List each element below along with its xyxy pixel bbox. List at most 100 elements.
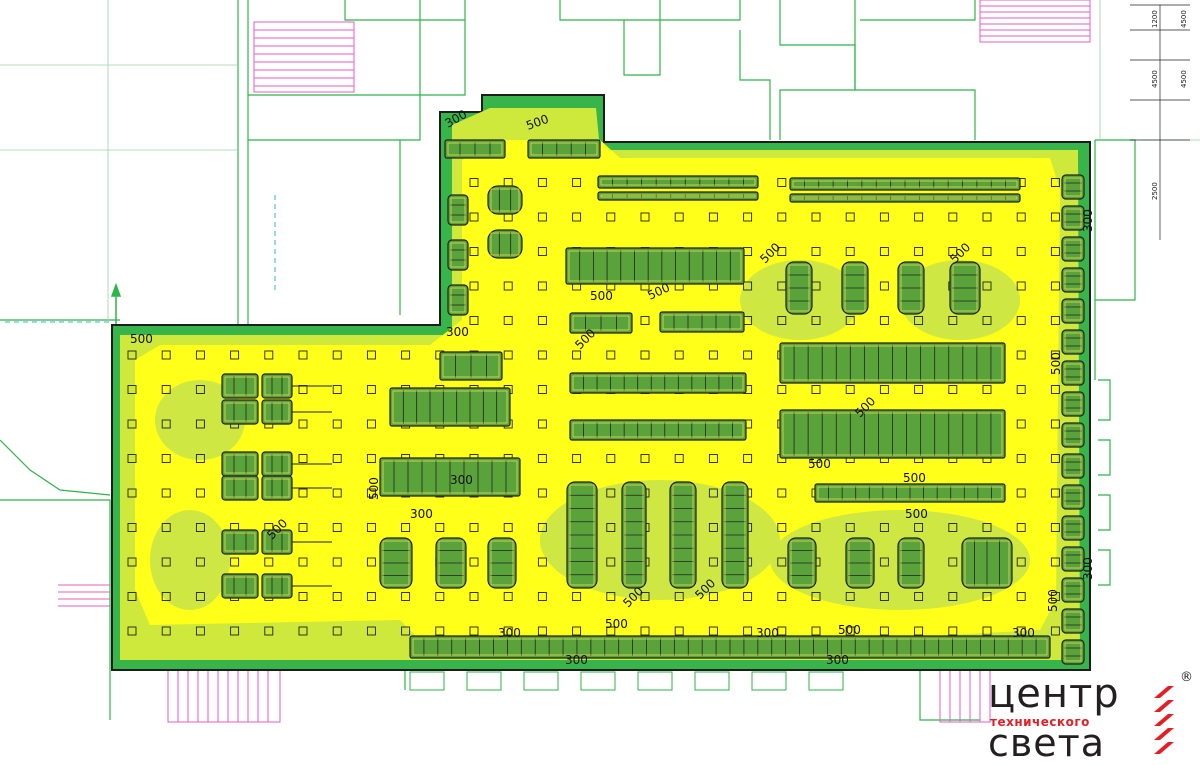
shelving-rack — [1061, 577, 1085, 603]
light-fixture-icon — [845, 247, 855, 256]
dimension-labels: 1200 4500 4500 4500 2500 — [1151, 10, 1188, 200]
rack-inner — [1064, 487, 1082, 507]
shelving-rack — [1061, 298, 1085, 324]
rack-inner — [572, 375, 744, 391]
lux-label: 500 — [808, 457, 831, 471]
light-fixture-icon — [161, 626, 171, 636]
rack-inner — [1064, 363, 1082, 383]
light-fixture-icon — [401, 626, 411, 636]
rack-inner — [724, 484, 746, 586]
light-fixture-icon — [1016, 557, 1026, 567]
light-fixture-icon — [298, 454, 308, 463]
light-fixture-icon — [640, 350, 650, 360]
light-fixture-icon — [708, 350, 718, 360]
column-box — [523, 671, 559, 691]
rack-body — [487, 229, 523, 259]
light-fixture-icon — [948, 523, 958, 532]
light-fixture-icon — [777, 178, 787, 187]
light-fixture-icon — [845, 316, 855, 325]
rack-inner — [447, 142, 503, 156]
light-fixture-icon — [1016, 454, 1026, 463]
light-fixture-icon — [298, 523, 308, 532]
light-fixture-icon — [1016, 592, 1026, 601]
entrance-columns — [409, 671, 844, 691]
shelving-rack — [949, 261, 981, 315]
light-fixture-icon — [1050, 454, 1060, 463]
shelving-rack — [221, 399, 259, 425]
rack-body — [447, 239, 469, 271]
light-fixture-icon — [572, 626, 582, 636]
rack-inner — [1064, 611, 1082, 631]
stairs-top-right — [979, 0, 1091, 43]
column-box — [637, 671, 673, 691]
light-fixture-icon — [366, 350, 376, 360]
rack-inner — [224, 532, 256, 552]
light-fixture-icon — [606, 592, 616, 601]
light-fixture-icon — [1016, 488, 1026, 498]
brand-line-3: света — [988, 721, 1106, 765]
light-fixture-icon — [640, 316, 650, 325]
shelving-rack — [1061, 236, 1085, 262]
rack-body — [1061, 267, 1085, 293]
shelving-rack — [845, 537, 875, 589]
light-fixture-icon — [161, 523, 171, 532]
light-fixture-icon — [606, 488, 616, 498]
rack-body — [221, 373, 259, 399]
rack-inner — [224, 454, 256, 474]
light-fixture-icon — [195, 592, 205, 601]
light-fixture-icon — [537, 178, 547, 187]
shelving-rack — [389, 387, 511, 427]
light-fixture-icon — [366, 523, 376, 532]
light-fixture-icon — [777, 488, 787, 498]
rack-inner — [624, 484, 644, 586]
light-fixture-icon — [948, 385, 958, 394]
shelving-rack — [897, 261, 925, 315]
light-fixture-icon — [879, 316, 889, 325]
light-fixture-icon — [366, 626, 376, 636]
light-fixture-icon — [811, 212, 821, 222]
light-fixture-icon — [537, 350, 547, 360]
light-fixture-icon — [230, 557, 240, 567]
rack-inner — [490, 540, 514, 586]
light-fixture-icon — [879, 385, 889, 394]
rack-inner — [572, 422, 744, 438]
light-fixture-icon — [982, 316, 992, 325]
rack-body — [569, 419, 747, 441]
light-fixture-icon — [743, 592, 753, 601]
shelving-rack — [221, 573, 259, 599]
light-fixture-icon — [298, 419, 308, 429]
shelving-rack — [1061, 515, 1085, 541]
light-fixture-icon — [366, 488, 376, 498]
dimension-label: 4500 — [1180, 10, 1188, 28]
light-fixture-icon — [537, 419, 547, 429]
rack-body — [1061, 608, 1085, 634]
rack-body — [1061, 205, 1085, 231]
rack-inner — [412, 638, 1048, 656]
light-fixture-icon — [845, 592, 855, 601]
light-fixture-icon — [366, 419, 376, 429]
brand-line-2: технического — [990, 715, 1090, 729]
light-fixture-icon — [469, 557, 479, 567]
rack-body — [1061, 515, 1085, 541]
light-fixture-icon — [1016, 419, 1026, 429]
rack-body — [221, 529, 259, 555]
column-box — [751, 671, 787, 691]
rack-inner — [817, 486, 1003, 500]
light-fixture-icon — [1050, 316, 1060, 325]
column-box — [808, 671, 844, 691]
light-fixture-icon — [127, 488, 137, 498]
shelving-rack — [569, 419, 747, 441]
rack-inner — [662, 314, 742, 330]
light-fixture-icon — [1016, 281, 1026, 291]
light-fixture-icon — [948, 247, 958, 256]
light-fixture-icon — [195, 350, 205, 360]
rack-body — [261, 451, 293, 477]
light-fixture-icon — [195, 419, 205, 429]
light-fixture-icon — [537, 557, 547, 567]
rack-inner — [450, 287, 466, 313]
shelving-rack — [261, 529, 293, 555]
rack-body — [261, 373, 293, 399]
shelving-rack — [569, 312, 633, 334]
shelving-rack — [379, 537, 413, 589]
light-fixture-icon — [1050, 247, 1060, 256]
